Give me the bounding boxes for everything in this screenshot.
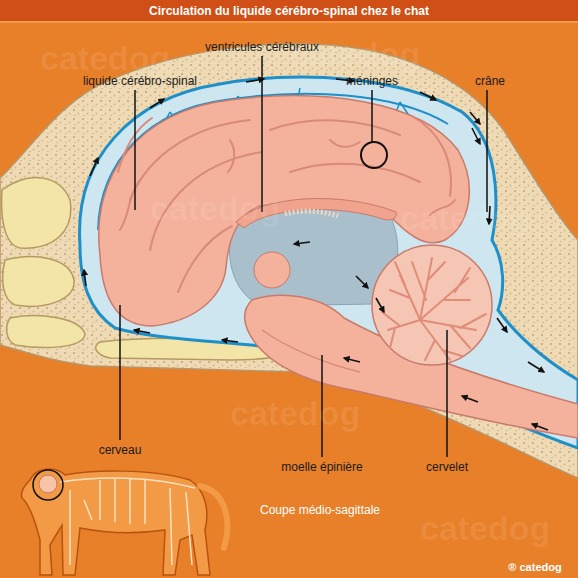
cat-skeleton — [60, 478, 195, 565]
flow-arrow — [462, 396, 478, 402]
section-note: Coupe médio-sagittale — [260, 503, 380, 517]
flow-arrow — [472, 128, 480, 144]
watermark: catedog — [40, 40, 170, 76]
leader-line — [371, 90, 373, 142]
part-label: cerveau — [99, 443, 142, 457]
flow-arrow — [134, 330, 150, 333]
gyrus-fold — [330, 140, 360, 147]
leader-lines — [120, 56, 487, 457]
thalamus — [254, 252, 290, 288]
skull-bone — [0, 44, 578, 478]
leader-line — [486, 90, 488, 212]
flow-arrow — [150, 99, 164, 108]
cerebellum-branch — [420, 268, 470, 320]
flow-arrows — [84, 79, 548, 430]
watermark: catedog — [420, 510, 550, 546]
arbor-vitae — [382, 258, 486, 360]
watermark: catedog — [400, 200, 530, 236]
part-label: crâne — [475, 74, 505, 88]
part-label: méninges — [346, 74, 398, 88]
title: Circulation du liquide cérébro-spinal ch… — [149, 4, 429, 18]
leader-line — [134, 90, 136, 210]
cat-silhouette — [22, 469, 228, 575]
cat-body — [22, 469, 210, 575]
cerebellum-branch — [412, 258, 445, 320]
watermark: catedog — [230, 395, 360, 431]
highlight-circle — [33, 470, 63, 500]
gyrus-fold — [228, 140, 234, 172]
flow-arrow — [84, 270, 86, 286]
flow-arrow — [294, 242, 310, 244]
title-bar: Circulation du liquide cérébro-spinal ch… — [0, 0, 578, 23]
sinus-cell — [7, 316, 85, 348]
choroid-plexus — [285, 211, 338, 216]
flow-arrow — [470, 112, 480, 124]
cat-tail — [200, 486, 227, 548]
leader-line — [446, 330, 448, 457]
brainstem-fold — [262, 330, 360, 372]
csf-space — [80, 77, 578, 448]
part-label: moelle épinière — [281, 460, 362, 474]
part-label: cervelet — [426, 460, 468, 474]
gyrus-fold — [120, 180, 140, 230]
part-label: liquide cérébro-spinal — [83, 74, 197, 88]
flow-arrow — [528, 362, 544, 372]
gyrus-fold — [178, 226, 232, 292]
flow-arrow — [344, 358, 360, 362]
sinus-cell — [2, 178, 71, 248]
cat-brain — [39, 475, 57, 493]
watermark: catedog — [150, 190, 280, 226]
leader-line — [261, 56, 263, 212]
flow-arrow — [497, 318, 507, 332]
cerebellum-branch — [382, 312, 420, 348]
leader-line — [119, 305, 121, 440]
cerebellum-branch — [420, 314, 486, 348]
flow-arrow — [376, 298, 384, 312]
flow-arrow — [532, 424, 548, 430]
gyrus-fold — [270, 120, 400, 135]
highlight-circle — [361, 142, 387, 168]
cerebellum — [372, 245, 492, 365]
gyrus-fold — [412, 116, 451, 196]
logo: ® catedog — [508, 560, 561, 574]
flow-arrow — [90, 158, 98, 176]
watermark: catedog — [290, 36, 420, 72]
flow-arrow — [222, 340, 238, 342]
sinus-cell — [3, 257, 74, 307]
flow-arrow — [420, 92, 436, 100]
cerebellum-branch — [420, 320, 462, 360]
gyrus-fold — [290, 164, 420, 182]
flow-arrow — [356, 276, 368, 288]
